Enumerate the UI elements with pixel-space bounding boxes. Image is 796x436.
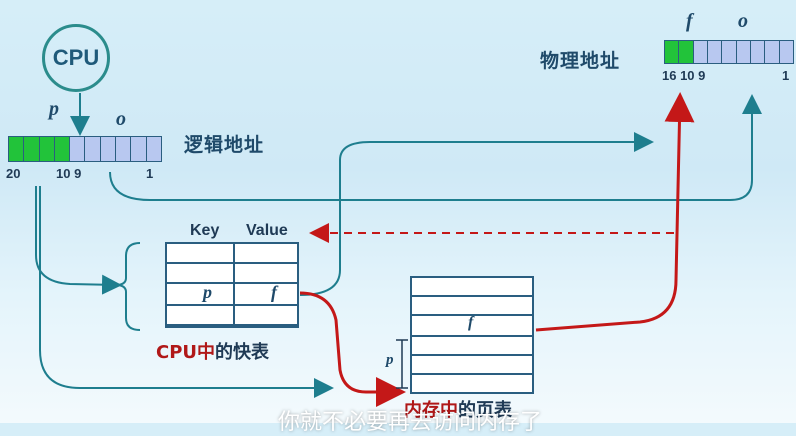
page-table-to-physical-red-arrow [535,92,695,332]
logical-page-bit [39,137,55,161]
tlb-caption-dark: 的快表 [215,342,270,363]
physical-offset-bit [765,41,780,63]
tlb-key-header: Key [190,222,220,239]
logical-page-bit [9,137,25,161]
page-table-row [412,337,532,356]
tlb-row [167,306,297,326]
page-table-caption-red: 内存中 [404,400,458,421]
logical-to-page-table-arrow [39,186,334,398]
cpu-circle: CPU [42,24,110,92]
page-table-row-f: f [468,314,474,331]
logical-to-tlb-arrow [35,186,122,295]
physical-offset-bit [707,41,723,63]
tlb-row-f: f [271,282,277,302]
logical-num-right: 1 [146,166,154,181]
physical-frame-bit [679,41,694,63]
tlb-row-p: p [203,282,212,302]
logical-offset-bit [131,137,147,161]
brace [117,242,141,331]
page-table-row [412,297,532,316]
physical-frame-bit [665,41,680,63]
page-table-row [412,375,532,392]
logical-num-left: 20 [6,166,21,181]
logical-page-bit [24,137,40,161]
page-table: f [410,276,534,394]
tlb-caption-red: CPU中 [156,342,216,363]
logical-page-bit [54,137,71,161]
physical-num-right: 1 [782,68,790,83]
logical-offset-bit [146,137,161,161]
offset-arrow [109,94,762,201]
tlb-row [167,264,297,284]
physical-num-left: 16 10 9 [662,68,706,83]
tlb-to-page-table-red-arrow [299,291,406,407]
physical-offset-bit [693,41,708,63]
logical-p-label: p [49,98,59,120]
tlb-value-header: Value [246,222,288,239]
page-table-caption-dark: 的页表 [458,400,512,421]
page-table-row [412,356,532,375]
video-subtitle: 你就不必要再去访问内存了 [278,410,543,435]
page-table-row [412,278,532,297]
physical-o-label: o [738,10,748,32]
physical-offset-bit [779,41,793,63]
logical-o-label: o [116,108,126,130]
page-table-caption: 内存中的页表 [404,396,512,422]
connector-layer [35,92,762,407]
physical-offset-bit [750,41,766,63]
tlb-row [167,244,297,264]
logical-offset-bit [85,137,101,161]
tlb-f-to-physical-arrow [299,132,654,296]
logical-offset-bit [70,137,86,161]
cpu-label: CPU [52,45,100,70]
logical-offset-bit [116,137,132,161]
physical-address-title: 物理地址 [540,50,621,72]
page-table-row-match: f [412,314,532,337]
physical-offset-bit [722,41,737,63]
tlb-caption: CPU中的快表 [156,338,269,364]
physical-f-label: f [686,10,693,32]
page-table-p-label: p [386,352,394,368]
logical-address-bits [8,136,162,162]
physical-address-bits [664,40,794,64]
logical-offset-bit [100,137,117,161]
logical-num-mid: 10 9 [56,166,82,181]
tlb-table: p f [165,242,299,328]
tlb-column-divider [233,244,235,326]
logical-address-title: 逻辑地址 [184,134,265,156]
physical-offset-bit [736,41,751,63]
tlb-row-match: p f [167,282,297,306]
